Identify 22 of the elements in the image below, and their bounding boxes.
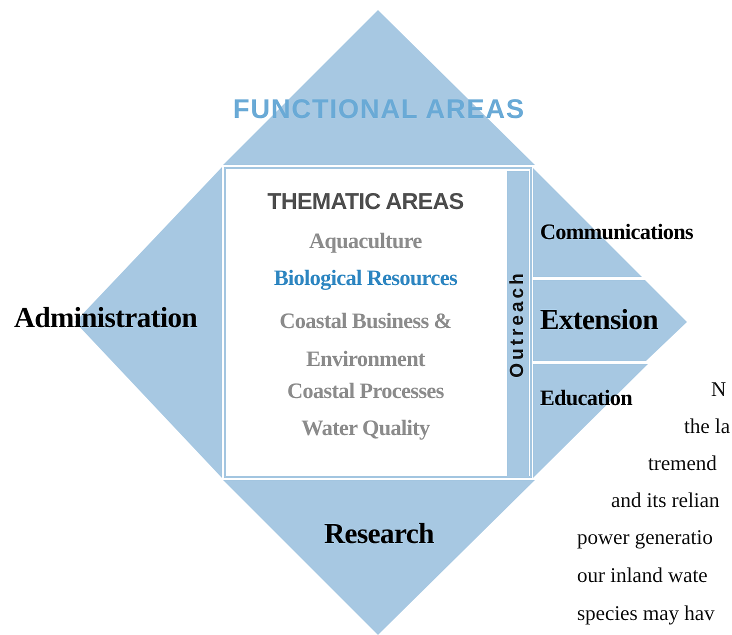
body-text-line: N [711, 377, 726, 402]
list-item: Water Quality [300, 414, 431, 442]
body-text-line: tremend [648, 451, 717, 476]
box-heading: THEMATIC AREAS [266, 187, 465, 216]
list-item: Biological Resources [272, 264, 458, 292]
list-item: Coastal Processes [286, 377, 445, 405]
band-label: Communications [540, 218, 694, 246]
outreach-bar [507, 171, 529, 477]
body-text-line: the la [684, 414, 730, 439]
body-text-line: our inland wate [577, 563, 708, 588]
area-label: Research [323, 517, 435, 552]
area-label: Administration [14, 301, 198, 336]
list-item: Aquaculture [308, 227, 423, 255]
band-label: Education [540, 384, 634, 412]
triangle-panel [222, 480, 536, 635]
body-text-line: species may hav [577, 601, 715, 626]
body-text-line: and its relian [611, 488, 720, 513]
thematic-areas-box [224, 167, 532, 478]
list-item: Coastal Business & Environment [278, 307, 452, 373]
band-label: Extension [540, 303, 659, 338]
bar-label: Outreach [507, 270, 529, 378]
body-text-line: power generatio [577, 525, 713, 550]
